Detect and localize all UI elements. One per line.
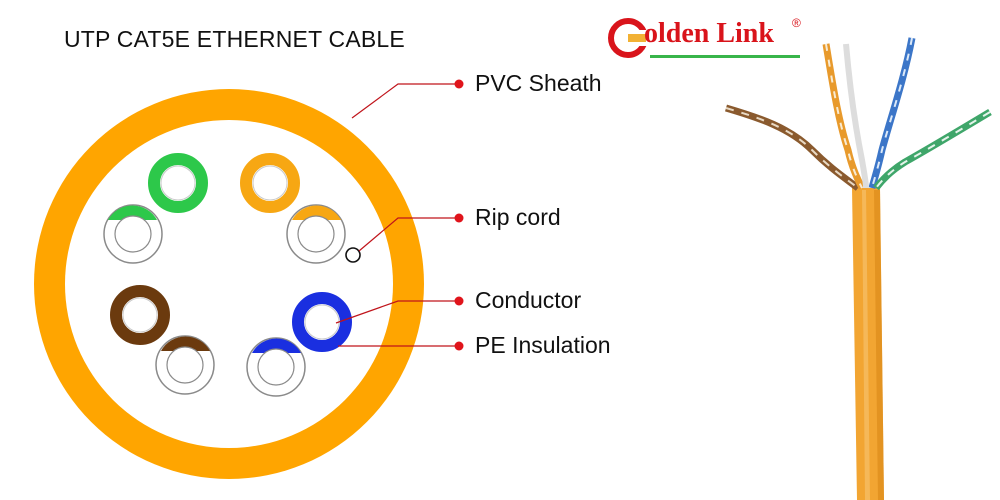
orange-conductor (240, 153, 300, 213)
green-conductor (148, 153, 208, 213)
green-pair (103, 153, 208, 264)
cable-photo (725, 37, 992, 500)
rip-cord-callout-line (358, 217, 459, 252)
rip-cord-callout-dot (454, 213, 464, 223)
orange-conductor-core (252, 165, 288, 201)
pvc-sheath-callout-dot (454, 79, 464, 89)
blue-pair (246, 292, 352, 397)
green-conductor-core (160, 165, 196, 201)
blue-stripe (252, 338, 301, 353)
blue-white-conductor (257, 348, 295, 386)
pe-insulation-callout-dot (454, 341, 464, 351)
logo-underline (650, 55, 800, 58)
brown-white-conductor (166, 346, 204, 384)
registered-mark: ® (792, 16, 801, 30)
orange-white-conductor (297, 215, 335, 253)
pvc-sheath-callout-line (351, 83, 459, 119)
conductor-label: Conductor (475, 287, 582, 313)
blue-conductor (292, 292, 352, 352)
diagram-title: UTP CAT5E ETHERNET CABLE (64, 26, 405, 52)
rip-cord (345, 247, 361, 263)
green-white-conductor (114, 215, 152, 253)
brown-conductor-core (122, 297, 158, 333)
golden-link-logo: olden Link ® (606, 14, 806, 64)
conductor-callout-line (335, 300, 459, 324)
white-wire (843, 43, 869, 189)
rip-cord-label: Rip cord (475, 204, 561, 230)
orange-stripe (292, 205, 341, 220)
cable-core (65, 120, 393, 448)
logo-text: olden Link (644, 18, 774, 49)
pvc-sheath-label: PVC Sheath (475, 70, 602, 96)
golden-link-c-logo-icon (608, 18, 648, 58)
brown-stripe (161, 336, 210, 351)
orange-wire (822, 43, 866, 190)
blue-conductor-core (304, 304, 340, 340)
brown-pair (110, 285, 215, 395)
conductor-callout-dot (454, 296, 464, 306)
orange-pair (240, 153, 346, 264)
brown-conductor (110, 285, 170, 345)
green-stripe (108, 205, 157, 220)
pe-insulation-label: PE Insulation (475, 332, 611, 358)
